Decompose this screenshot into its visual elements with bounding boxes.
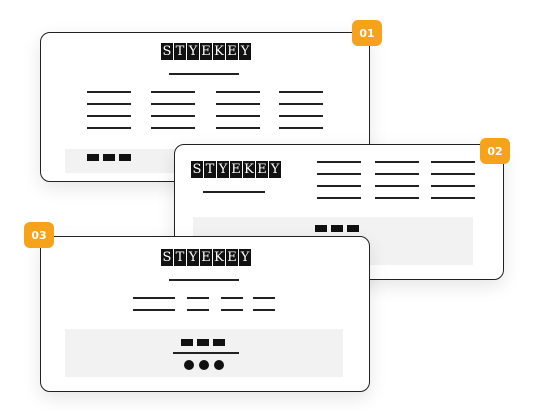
footer-block xyxy=(119,154,131,161)
footer-block xyxy=(181,339,193,346)
logo-letter: E xyxy=(200,43,212,60)
logo-letter: Y xyxy=(187,43,199,60)
text-column xyxy=(279,91,323,139)
logo-letter: S xyxy=(161,43,173,60)
logo-letter: K xyxy=(213,249,225,266)
text-column xyxy=(317,161,361,209)
logo-underline xyxy=(203,191,265,193)
logo-letter: Y xyxy=(217,161,229,178)
logo-letter: E xyxy=(256,161,268,178)
text-column xyxy=(431,161,475,209)
logo-letter: S xyxy=(161,249,173,266)
logo-letter: T xyxy=(174,43,186,60)
footer-dot xyxy=(199,360,209,370)
logo-underline xyxy=(169,73,239,75)
text-column xyxy=(151,91,195,139)
logo-letter: E xyxy=(230,161,242,178)
logo-letter: E xyxy=(226,249,238,266)
footer-block xyxy=(87,154,99,161)
logo-letter: Y xyxy=(239,43,251,60)
footer-block xyxy=(103,154,115,161)
text-column xyxy=(187,297,209,321)
footer-block xyxy=(347,225,359,232)
text-column xyxy=(216,91,260,139)
logo-letter: T xyxy=(174,249,186,266)
footer-dot xyxy=(214,360,224,370)
text-column xyxy=(221,297,243,321)
footer-dot xyxy=(184,360,194,370)
logo-letter: K xyxy=(243,161,255,178)
step-badge: 03 xyxy=(24,222,54,248)
step-badge: 01 xyxy=(352,20,382,46)
text-column xyxy=(133,297,175,321)
footer-panel xyxy=(65,149,175,173)
logo-letter: K xyxy=(213,43,225,60)
logo-letter: Y xyxy=(269,161,281,178)
logo-letter: Y xyxy=(239,249,251,266)
text-column xyxy=(253,297,275,321)
logo-letter: S xyxy=(191,161,203,178)
footer-block xyxy=(331,225,343,232)
footer-block xyxy=(197,339,209,346)
logo-letter: E xyxy=(200,249,212,266)
logo-letter: T xyxy=(204,161,216,178)
text-column xyxy=(87,91,131,139)
footer-block xyxy=(213,339,225,346)
text-column xyxy=(375,161,419,209)
logo-letter: Y xyxy=(187,249,199,266)
footer-block xyxy=(315,225,327,232)
footer-divider xyxy=(173,352,239,354)
logo-letter: E xyxy=(226,43,238,60)
logo-underline xyxy=(169,279,239,281)
step-badge: 02 xyxy=(480,138,510,164)
